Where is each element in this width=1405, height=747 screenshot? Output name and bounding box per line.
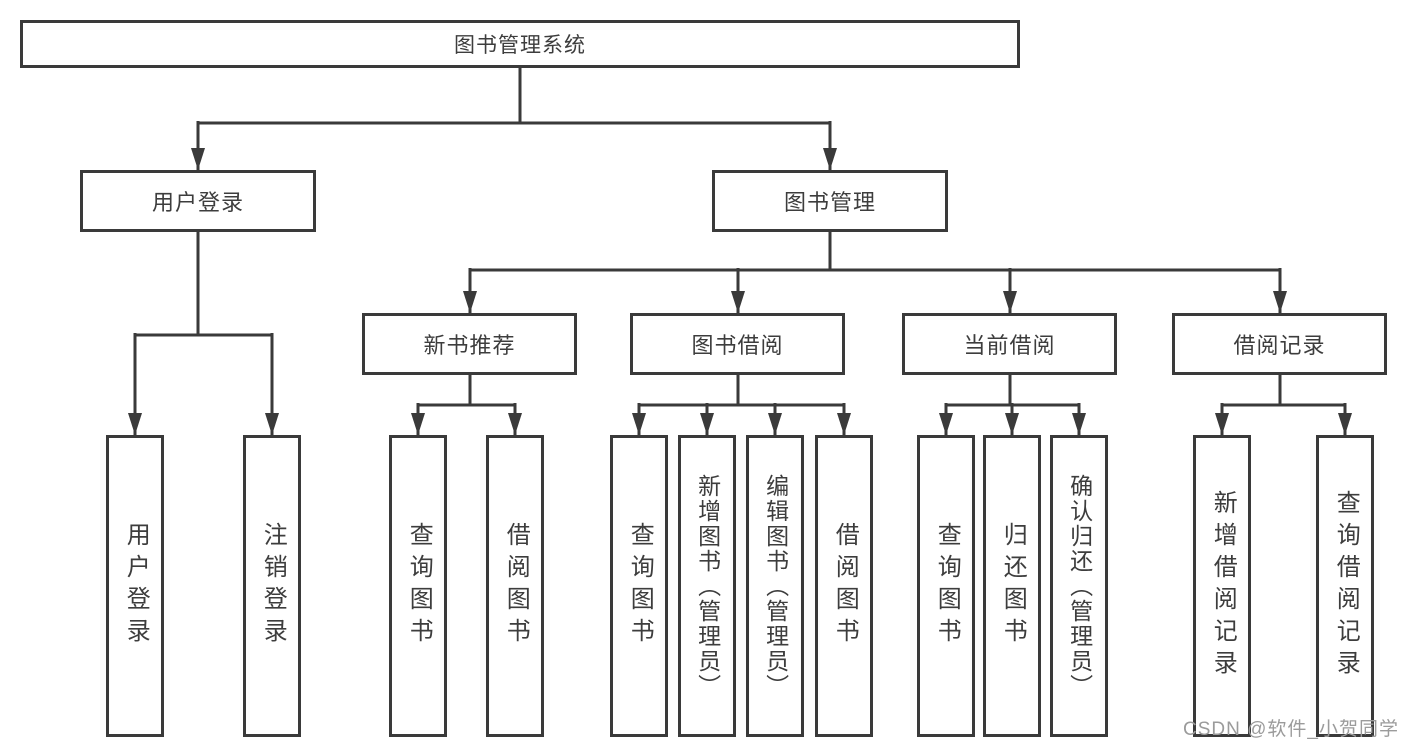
node-label: 新增借阅记录 — [1209, 490, 1237, 682]
node-edit-book-admin: 编辑图书（管理员） — [746, 435, 804, 737]
branch-book-mgmt — [470, 232, 1280, 272]
node-current-borrowing: 当前借阅 — [902, 313, 1117, 375]
node-confirm-return-admin: 确认归还（管理员） — [1050, 435, 1108, 737]
node-label: 借阅记录 — [1233, 333, 1326, 358]
csdn-watermark: CSDN @软件_小贺同学 — [1183, 719, 1399, 740]
node-add-book-admin: 新增图书（管理员） — [678, 435, 736, 737]
node-search-borrow-record: 查询借阅记录 — [1316, 435, 1374, 737]
node-label: 查询借阅记录 — [1332, 490, 1360, 682]
node-label: 查询图书 — [626, 522, 654, 650]
node-user-login: 用户登录 — [80, 170, 316, 232]
node-label: 借阅图书 — [502, 522, 530, 650]
node-label: 图书借阅 — [691, 333, 784, 358]
node-label: 新增图书（管理员） — [694, 473, 721, 699]
node-label: 图书管理系统 — [454, 34, 586, 57]
node-label: 编辑图书（管理员） — [762, 473, 789, 699]
node-label: 用户登录 — [122, 522, 150, 650]
node-logout: 注销登录 — [243, 435, 301, 737]
node-borrow-book-recommend: 借阅图书 — [486, 435, 544, 737]
node-add-borrow-record: 新增借阅记录 — [1193, 435, 1251, 737]
branch-borrowing — [639, 375, 844, 407]
node-label: 当前借阅 — [963, 333, 1056, 358]
node-label: 借阅图书 — [831, 522, 859, 650]
node-search-current: 查询图书 — [917, 435, 975, 737]
node-label: 确认归还（管理员） — [1066, 473, 1093, 699]
node-label: 图书管理 — [783, 190, 876, 215]
branch-new-book — [418, 375, 515, 407]
node-borrowing-records: 借阅记录 — [1172, 313, 1387, 375]
node-label: 注销登录 — [259, 522, 287, 650]
node-library-system: 图书管理系统 — [20, 20, 1020, 68]
tree-branches — [128, 68, 1352, 435]
branch-current — [946, 375, 1079, 407]
branch-user-login — [135, 232, 272, 337]
branch-records — [1222, 375, 1345, 407]
node-label: 用户登录 — [151, 190, 244, 215]
node-book-management: 图书管理 — [712, 170, 948, 232]
node-new-book-recommend: 新书推荐 — [362, 313, 577, 375]
node-return-book: 归还图书 — [983, 435, 1041, 737]
node-book-borrowing: 图书借阅 — [630, 313, 845, 375]
node-label: 新书推荐 — [423, 333, 516, 358]
node-label: 查询图书 — [933, 522, 961, 650]
node-search-book: 查询图书 — [610, 435, 668, 737]
node-search-book-recommend: 查询图书 — [389, 435, 447, 737]
node-label: 归还图书 — [999, 522, 1027, 650]
node-borrow-book: 借阅图书 — [815, 435, 873, 737]
branch-root — [198, 68, 830, 125]
node-label: 查询图书 — [405, 522, 433, 650]
node-login: 用户登录 — [106, 435, 164, 737]
